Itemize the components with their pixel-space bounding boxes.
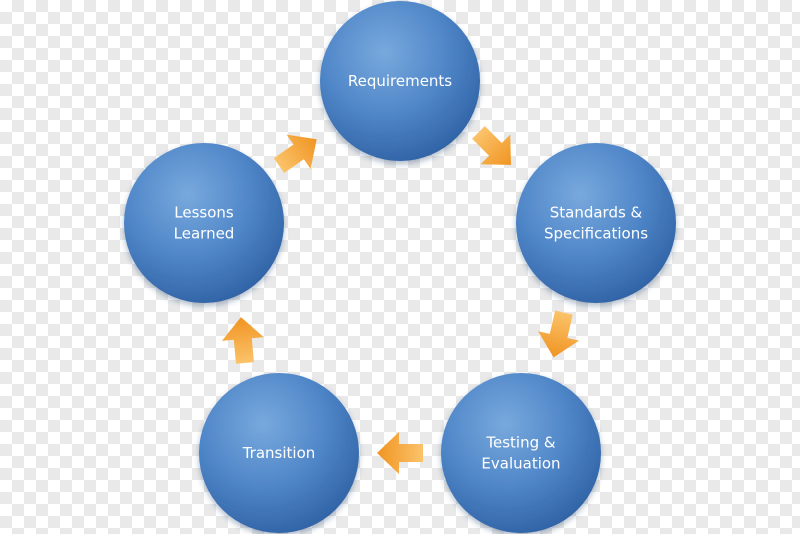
arrow-right-down-icon [472, 126, 511, 165]
arrow-right-up-icon [273, 134, 317, 173]
arrow-down-icon [538, 310, 580, 358]
node-standards: Standards & Specifications [516, 143, 676, 303]
node-circle [441, 373, 601, 533]
arrow-up-icon [221, 317, 264, 364]
node-label: Learned [174, 225, 235, 243]
node-circle [199, 373, 359, 533]
arrow-shape [538, 310, 580, 358]
node-label: Transition [242, 444, 316, 462]
node-requirements: Requirements [320, 1, 480, 161]
node-testing: Testing & Evaluation [441, 373, 601, 533]
node-label: Evaluation [481, 455, 560, 473]
arrow-shape [377, 432, 423, 474]
cycle-arrows [221, 126, 580, 474]
node-label: Specifications [544, 225, 648, 243]
node-label: Standards & [550, 204, 643, 222]
node-transition: Transition [199, 373, 359, 533]
node-circle [516, 143, 676, 303]
arrow-left-icon [377, 432, 423, 474]
node-label: Lessons [174, 204, 234, 222]
arrow-shape [273, 134, 317, 173]
arrow-shape [221, 317, 264, 364]
node-circle [124, 143, 284, 303]
node-label: Testing & [485, 434, 556, 452]
arrow-shape [472, 126, 511, 165]
node-circle [320, 1, 480, 161]
node-label: Requirements [348, 72, 452, 90]
